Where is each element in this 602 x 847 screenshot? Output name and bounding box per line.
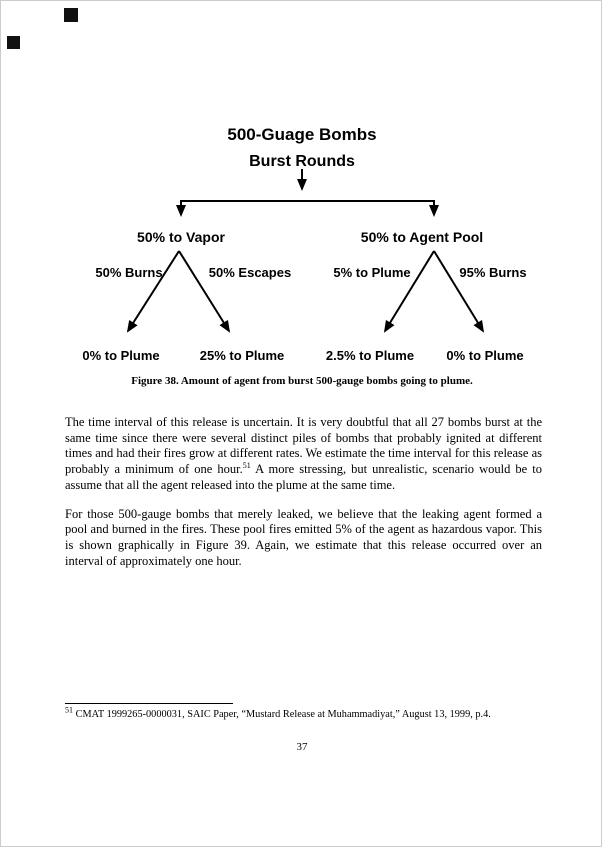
footnote-reference-51: 51 bbox=[242, 460, 251, 470]
paragraph-1-text: The time interval of this release is unc… bbox=[65, 415, 542, 477]
node-50pct-to-agent-pool: 50% to Agent Pool bbox=[360, 229, 484, 245]
figure-title-line2: Burst Rounds bbox=[249, 153, 355, 170]
branch-label-50pct-escapes: 50% Escapes bbox=[208, 265, 292, 280]
branch-label-5pct-to-plume: 5% to Plume bbox=[333, 265, 411, 280]
outcome-25pct-to-plume: 25% to Plume bbox=[199, 348, 285, 363]
figure-caption: Figure 38. Amount of agent from burst 50… bbox=[131, 375, 473, 387]
node-50pct-to-vapor: 50% to Vapor bbox=[137, 229, 225, 245]
footnote: 51 CMAT 1999265-0000031, SAIC Paper, “Mu… bbox=[65, 705, 545, 720]
branch-label-50pct-burns: 50% Burns bbox=[95, 265, 163, 280]
footnote-text: CMAT 1999265-0000031, SAIC Paper, “Musta… bbox=[73, 709, 491, 720]
paragraph-1: The time interval of this release is unc… bbox=[65, 415, 542, 494]
flow-diagram-arrows bbox=[126, 169, 485, 333]
paragraph-2: For those 500-gauge bombs that merely le… bbox=[65, 506, 542, 568]
paragraph-1-continuation: A more stressing, but unrealistic, scena… bbox=[65, 462, 542, 492]
footnote-separator bbox=[65, 703, 233, 704]
branch-label-95pct-burns: 95% Burns bbox=[459, 265, 527, 280]
footnote-number: 51 bbox=[65, 705, 73, 715]
page-number: 37 bbox=[296, 741, 308, 753]
outcome-0pct-to-plume-right: 0% to Plume bbox=[446, 348, 524, 363]
figure-title-line1: 500-Guage Bombs bbox=[227, 125, 377, 144]
outcome-2-5pct-to-plume: 2.5% to Plume bbox=[325, 348, 415, 363]
figure-title: 500-Guage Bombs Burst Rounds bbox=[1, 121, 601, 175]
outcome-0pct-to-plume-left: 0% to Plume bbox=[82, 348, 160, 363]
body-text: The time interval of this release is unc… bbox=[65, 415, 542, 582]
scan-artifact-mark bbox=[7, 36, 20, 49]
scan-artifact-mark bbox=[64, 8, 78, 22]
